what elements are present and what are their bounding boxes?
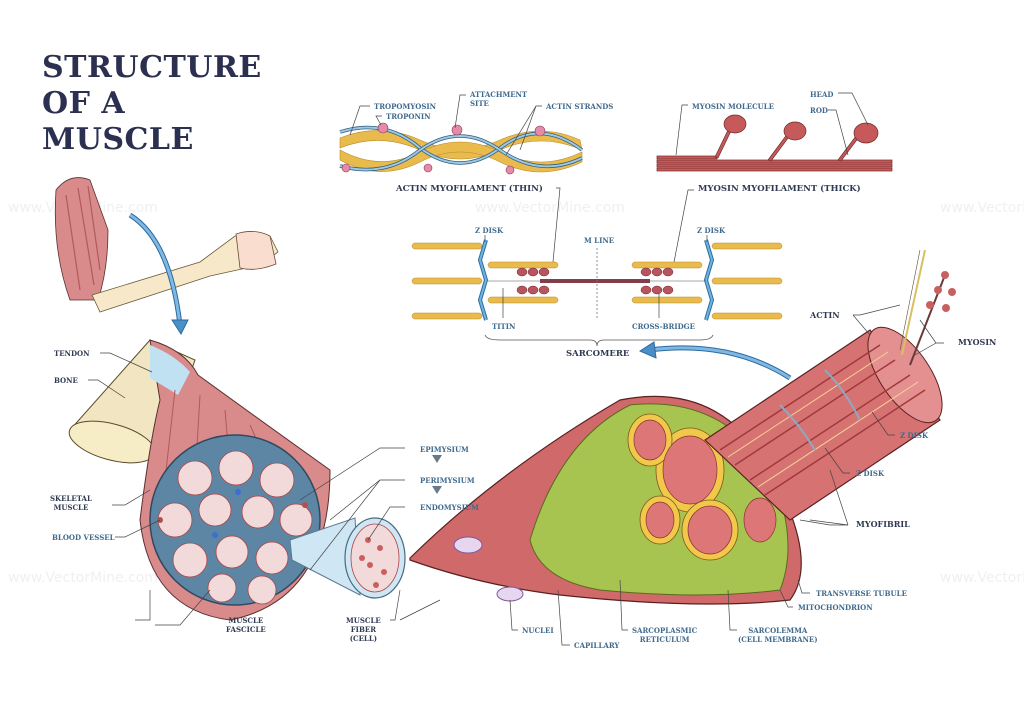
- label-skeletal-muscle: SKELETAL MUSCLE: [50, 494, 92, 512]
- arrow-down-icon: [432, 455, 442, 463]
- label-muscle-fiber-line1: MUSCLE: [346, 616, 381, 625]
- heading-sarcomere: SARCOMERE: [566, 349, 630, 359]
- label-sarcoplasmic-line1: SARCOPLASMIC: [632, 626, 698, 635]
- label-attachment-site: ATTACHMENT SITE: [470, 90, 527, 108]
- title-line-2: OF A: [42, 86, 126, 121]
- label-head: HEAD: [810, 90, 834, 99]
- label-myofibril: MYOFIBRIL: [856, 519, 910, 529]
- heading-myosin-myofilament: MYOSIN MYOFILAMENT (THICK): [698, 184, 861, 194]
- label-bone: BONE: [54, 376, 78, 385]
- label-blood-vessel: BLOOD VESSEL: [52, 533, 115, 542]
- arrow-down-icon: [432, 486, 442, 494]
- heading-actin-myofilament: ACTIN MYOFILAMENT (THIN): [396, 184, 543, 194]
- page-title: STRUCTURE OF A MUSCLE: [42, 50, 262, 158]
- label-skeletal-muscle-line2: MUSCLE: [53, 503, 89, 512]
- actin-filament-illustration: [339, 122, 584, 175]
- label-muscle-fascicle: MUSCLE FASCICLE: [226, 616, 266, 634]
- label-epimysium: EPIMYSIUM: [420, 445, 469, 454]
- label-titin: TITIN: [492, 322, 516, 331]
- label-muscle-fiber-line3: (CELL): [349, 634, 378, 643]
- label-z-disk-right: Z DISK: [697, 226, 726, 235]
- muscle-fiber-illustration: [409, 249, 956, 605]
- label-mitochondrion: MITOCHONDRION: [798, 603, 873, 612]
- label-sarcolemma: SARCOLEMMA (CELL MEMBRANE): [738, 626, 818, 644]
- label-muscle-fascicle-line2: FASCICLE: [226, 625, 266, 634]
- label-actin: ACTIN: [810, 310, 840, 320]
- label-troponin: TROPONIN: [386, 112, 431, 121]
- label-z-disk-upper: Z DISK: [900, 431, 929, 440]
- label-endomysium: ENDOMYSIUM: [420, 503, 479, 512]
- label-tropomyosin: TROPOMYOSIN: [374, 102, 437, 111]
- label-sarcoplasmic-reticulum: SARCOPLASMIC RETICULUM: [632, 626, 697, 644]
- label-sarcolemma-line1: SARCOLEMMA: [748, 626, 808, 635]
- watermark: www.VectorMine.com: [940, 570, 1024, 586]
- label-z-disk-lower: Z DISK: [856, 469, 885, 478]
- label-capillary: CAPILLARY: [574, 641, 620, 650]
- label-muscle-fiber: MUSCLE FIBER (CELL): [346, 616, 381, 643]
- title-line-3: MUSCLE: [42, 122, 194, 157]
- watermark: www.VectorMine.com: [940, 200, 1024, 216]
- label-actin-strands: ACTIN STRANDS: [546, 102, 614, 111]
- label-rod: ROD: [810, 106, 828, 115]
- label-nuclei: NUCLEI: [522, 626, 554, 635]
- label-transverse-tubule: TRANSVERSE TUBULE: [816, 589, 907, 598]
- label-cross-bridge: CROSS-BRIDGE: [632, 322, 695, 331]
- label-myosin-molecule: MYOSIN MOLECULE: [692, 102, 775, 111]
- label-m-line: M LINE: [584, 236, 615, 245]
- myosin-filament-illustration: [656, 114, 893, 172]
- arm-illustration: [54, 177, 279, 336]
- label-muscle-fascicle-line1: MUSCLE: [228, 616, 264, 625]
- label-muscle-fiber-line2: FIBER: [350, 625, 377, 634]
- label-sarcolemma-line2: (CELL MEMBRANE): [738, 635, 818, 644]
- label-myosin: MYOSIN: [958, 337, 997, 347]
- watermark: www.VectorMine.com: [8, 570, 158, 586]
- label-tendon: TENDON: [54, 349, 90, 358]
- title-line-1: STRUCTURE: [42, 50, 262, 85]
- watermark: www.VectorMine.com: [475, 200, 625, 216]
- sarcomere-illustration: [411, 235, 792, 381]
- label-sarcoplasmic-line2: RETICULUM: [639, 635, 690, 644]
- label-perimysium: PERIMYSIUM: [420, 476, 475, 485]
- label-attachment-site-line2: SITE: [470, 99, 489, 108]
- label-attachment-site-line1: ATTACHMENT: [470, 90, 528, 99]
- label-skeletal-muscle-line1: SKELETAL: [50, 494, 92, 503]
- label-z-disk-left: Z DISK: [475, 226, 504, 235]
- bone-muscle-illustration: [68, 339, 406, 621]
